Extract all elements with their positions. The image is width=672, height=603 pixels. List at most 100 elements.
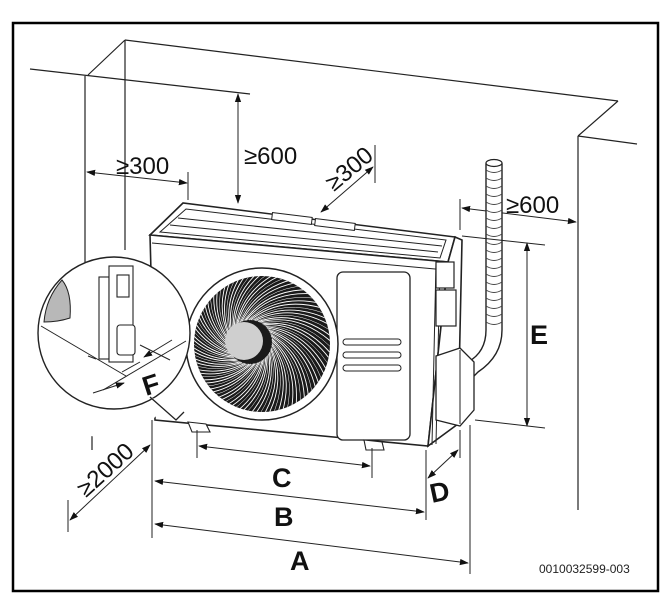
fan-blade-line — [253, 309, 327, 321]
fan-blade-line — [194, 326, 237, 360]
pipe-ring — [485, 193, 503, 197]
fan-blade-line — [259, 349, 276, 412]
fan-blade-line — [270, 335, 305, 401]
document-id: 0010032599-003 — [539, 562, 630, 576]
pipe-ring — [485, 177, 503, 181]
fan-blade-line — [266, 327, 325, 374]
fan-blade-line — [213, 276, 229, 341]
fan-blade-line — [237, 276, 289, 324]
fan-blade-line — [259, 319, 330, 341]
fan-blade-line — [194, 300, 232, 355]
pipe-ring — [485, 305, 503, 309]
fan-blade-line — [194, 305, 233, 356]
pipe-ring — [485, 289, 503, 293]
dimension-D: D — [427, 430, 461, 509]
fan-blade-line — [248, 300, 321, 321]
dimension-D-label: D — [427, 475, 452, 508]
fan-blade-line — [216, 276, 229, 340]
fan-hub — [225, 322, 263, 360]
fan-blade-line — [230, 276, 258, 331]
dimension-B-label: B — [274, 502, 294, 532]
fan-blade-line — [194, 363, 248, 377]
fan-blade-line — [270, 334, 309, 397]
pipe-ring — [485, 217, 503, 221]
fan-blade-line — [268, 329, 320, 384]
fan-blade-line — [194, 291, 231, 352]
pipe-ring — [485, 225, 503, 229]
fan-blade-line — [248, 352, 272, 412]
fan-blade-line — [252, 307, 325, 321]
fan-blade-line — [245, 293, 314, 321]
dimension-E-label: E — [530, 320, 548, 350]
fan-blade-line — [271, 340, 294, 411]
fan-blade-line — [269, 331, 316, 389]
fan-blade-line — [269, 332, 313, 393]
fan-blade-line — [194, 295, 231, 353]
fan-blade-line — [221, 358, 265, 412]
fan-blade-line — [258, 317, 330, 336]
pipe-ring — [485, 201, 503, 205]
fan-blade-line — [194, 310, 234, 357]
fan-blade-line — [194, 343, 241, 365]
fan-blade-line — [194, 359, 245, 372]
fan-blade-line — [237, 354, 269, 412]
fan-blade-line — [250, 303, 323, 321]
clearance-rear-label: ≥300 — [321, 142, 379, 197]
pipe-ring — [485, 249, 503, 253]
fan-blade-line — [255, 312, 329, 325]
fan-blade-line — [244, 289, 311, 321]
fan-blade-line — [233, 276, 274, 327]
fan-blade-line — [194, 331, 238, 362]
pipe-ring — [485, 297, 503, 301]
dimension-A-label: A — [290, 546, 310, 576]
fan-blade-line — [265, 326, 326, 369]
pipe-ring — [485, 281, 503, 285]
fan-blade-line — [226, 276, 246, 334]
fan-blade-line — [264, 325, 328, 363]
fan-blade-line — [194, 287, 230, 350]
pipe-ring — [485, 321, 503, 325]
fan-blade-line — [194, 354, 244, 369]
fan-blade-line — [221, 276, 236, 337]
fan-blade-line — [194, 363, 250, 381]
fan-blade-line — [270, 346, 281, 412]
fan-blade-line — [260, 321, 330, 347]
clearance-right: ≥600 — [459, 192, 577, 230]
fan-blade-line — [267, 328, 322, 379]
fan-blade-line — [224, 276, 241, 335]
fan-blade-line — [194, 321, 236, 359]
pipe-ring — [485, 257, 503, 261]
pipe-ring — [485, 265, 503, 269]
fan-blade-line — [231, 356, 268, 412]
fan-blade-line — [271, 337, 301, 405]
fan-blade-line — [194, 363, 247, 375]
clearance-front-label: ≥2000 — [72, 438, 140, 503]
pipe-ring — [485, 273, 503, 277]
pipe-ring — [485, 233, 503, 237]
fan-blade-line — [231, 276, 263, 330]
fan-blade-line — [271, 341, 290, 412]
pipe-ring — [485, 169, 503, 173]
fan-blade-line — [263, 324, 329, 358]
fan-blade-line — [228, 276, 252, 332]
pipe-ring — [485, 209, 503, 213]
pipe-ring — [485, 313, 503, 317]
clearance-right-label: ≥600 — [506, 192, 559, 219]
fan-blade-line — [194, 363, 252, 384]
refrigerant-pipe — [456, 158, 503, 381]
clearance-top: ≥600 — [234, 93, 297, 204]
pipe-ring — [485, 241, 503, 245]
clearance-left-label: ≥300 — [116, 153, 169, 180]
fan-blade-line — [271, 343, 287, 412]
pipe-ring — [485, 185, 503, 189]
dimension-A: A — [154, 425, 471, 576]
fan-blade-line — [264, 347, 279, 412]
fan-blade-line — [232, 276, 269, 328]
fan-blade-line — [235, 276, 279, 326]
fan-blade-line — [219, 276, 230, 338]
fan-blade-line — [256, 315, 330, 330]
fan-blade-line — [262, 322, 330, 353]
fan-blade-line — [194, 337, 240, 363]
figure-frame — [11, 21, 660, 593]
